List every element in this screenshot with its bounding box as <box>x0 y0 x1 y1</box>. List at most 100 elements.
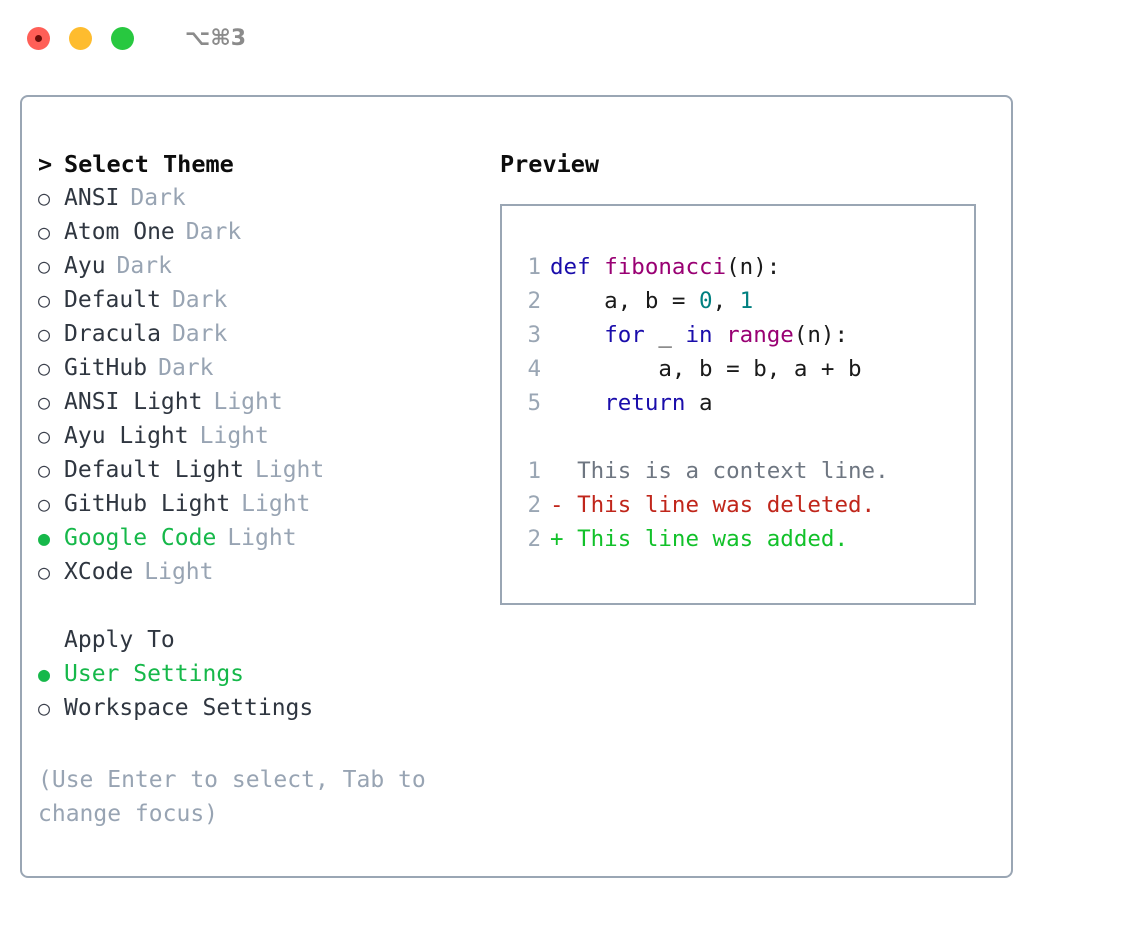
diff-line-number: 1 <box>527 458 541 484</box>
radio-unselected-icon: ○ <box>38 356 51 380</box>
recording-indicator-icon <box>35 34 42 42</box>
code-line-text: for _ in range(n): <box>550 318 848 352</box>
code-token-plain <box>713 322 727 348</box>
apply-to-option-list[interactable]: ●User Settings ○ Workspace Settings <box>38 657 478 725</box>
radio-selected-icon: ● <box>38 526 51 550</box>
diff-line-number: 2 <box>527 492 541 518</box>
theme-option-google-code[interactable]: ● Google Code Light <box>38 521 478 555</box>
theme-option-tag: Light <box>227 525 297 551</box>
theme-option-label: Ayu <box>64 253 106 279</box>
caret-icon: > <box>38 150 53 178</box>
code-line-number: 1 <box>527 254 541 280</box>
code-token-kw: return <box>604 390 686 416</box>
apply-to-option-user-settings[interactable]: ●User Settings <box>38 657 478 691</box>
code-line-text: a, b = b, a + b <box>550 352 862 386</box>
theme-option-label: GitHub Light <box>64 491 231 517</box>
radio-unselected-icon: ○ <box>38 560 51 584</box>
theme-option-label: Atom One <box>64 219 175 245</box>
apply-to-option-workspace-settings[interactable]: ○ Workspace Settings <box>38 691 478 725</box>
minimize-button-icon[interactable] <box>69 26 92 50</box>
diff-line: 1 This is a context line. <box>502 454 974 488</box>
code-token-num: 0 <box>699 288 713 314</box>
diff-line: 2- This line was deleted. <box>502 488 974 522</box>
code-token-plain: a <box>685 390 713 416</box>
diff-line-number: 2 <box>527 526 541 552</box>
radio-unselected-icon: ○ <box>38 390 51 414</box>
code-line: 3 for _ in range(n): <box>502 318 974 352</box>
diff-line-text-add: + This line was added. <box>550 526 849 552</box>
theme-option-label: Google Code <box>64 525 217 551</box>
theme-option-tag: Light <box>144 559 214 585</box>
diff-line: 2 + This line was added. <box>502 522 974 556</box>
code-line: 4 a, b = b, a + b <box>502 352 974 386</box>
theme-option-label: Ayu Light <box>64 423 189 449</box>
code-line-number: 2 <box>527 288 541 314</box>
close-button-icon[interactable] <box>27 26 50 50</box>
zoom-button-icon[interactable] <box>111 26 134 50</box>
theme-option-label: Dracula <box>64 321 161 347</box>
code-token-kw: def <box>550 254 605 280</box>
code-line-text: def fibonacci(n): <box>550 250 780 284</box>
title-bar: ⌥⌘3 <box>0 0 1140 76</box>
theme-option-tag: Light <box>255 457 325 483</box>
code-token-plain: _ <box>644 322 686 348</box>
code-token-plain <box>550 390 604 416</box>
code-line-text: a, b = 0, 1 <box>550 284 753 318</box>
code-line: 2 a, b = 0, 1 <box>502 284 974 318</box>
theme-option-tag: Dark <box>130 185 186 211</box>
select-theme-header-label: Select Theme <box>64 150 234 178</box>
diff-line-text-context: This is a context line. <box>550 458 889 484</box>
apply-to-option-label: Workspace Settings <box>64 695 314 721</box>
radio-unselected-icon: ○ <box>38 492 51 516</box>
code-token-num: 1 <box>739 288 754 314</box>
theme-option-label: XCode <box>64 559 134 585</box>
code-token-plain: , <box>712 288 740 314</box>
select-theme-header: > Select Theme <box>38 147 478 181</box>
radio-unselected-icon: ○ <box>38 288 51 312</box>
radio-unselected-icon: ○ <box>38 254 51 278</box>
theme-option-tag: Dark <box>116 253 172 279</box>
apply-to-option-label: User Settings <box>64 661 245 687</box>
radio-unselected-icon: ○ <box>38 458 51 482</box>
theme-option-github-light[interactable]: ○ GitHub Light Light <box>38 487 478 521</box>
code-diff-gap <box>502 420 974 454</box>
code-token-plain: (n): <box>793 322 849 348</box>
code-token-plain <box>550 322 604 348</box>
theme-option-label: GitHub <box>64 355 148 381</box>
radio-unselected-icon: ○ <box>38 424 51 448</box>
help-hint-text: (Use Enter to select, Tab to change focu… <box>38 767 426 827</box>
theme-option-ayu[interactable]: ○ Ayu Dark <box>38 249 478 283</box>
theme-option-label: ANSI <box>64 185 120 211</box>
code-token-fn: fibonacci <box>604 254 727 280</box>
code-token-fn: range <box>726 322 794 348</box>
code-token-plain: (n): <box>726 254 781 280</box>
code-token-plain: a, b = b, a + b <box>550 356 862 382</box>
code-line-number: 3 <box>527 322 541 348</box>
radio-unselected-icon: ○ <box>38 220 51 244</box>
theme-option-xcode[interactable]: ○ XCode Light <box>38 555 478 589</box>
theme-option-label: Default <box>64 287 161 313</box>
theme-option-label: Default Light <box>64 457 245 483</box>
apply-to-header: Apply To <box>38 623 478 657</box>
theme-option-atom-one[interactable]: ○ Atom One Dark <box>38 215 478 249</box>
theme-option-default-light[interactable]: ○ Default Light Light <box>38 453 478 487</box>
code-token-plain: a, b = <box>550 288 700 314</box>
code-line-number: 5 <box>527 390 541 416</box>
code-line: 5 return a <box>502 386 974 420</box>
theme-option-tag: Dark <box>185 219 242 245</box>
apply-to-header-label: Apply To <box>64 627 175 653</box>
theme-option-tag: Light <box>241 491 311 517</box>
radio-unselected-icon: ○ <box>38 696 51 720</box>
